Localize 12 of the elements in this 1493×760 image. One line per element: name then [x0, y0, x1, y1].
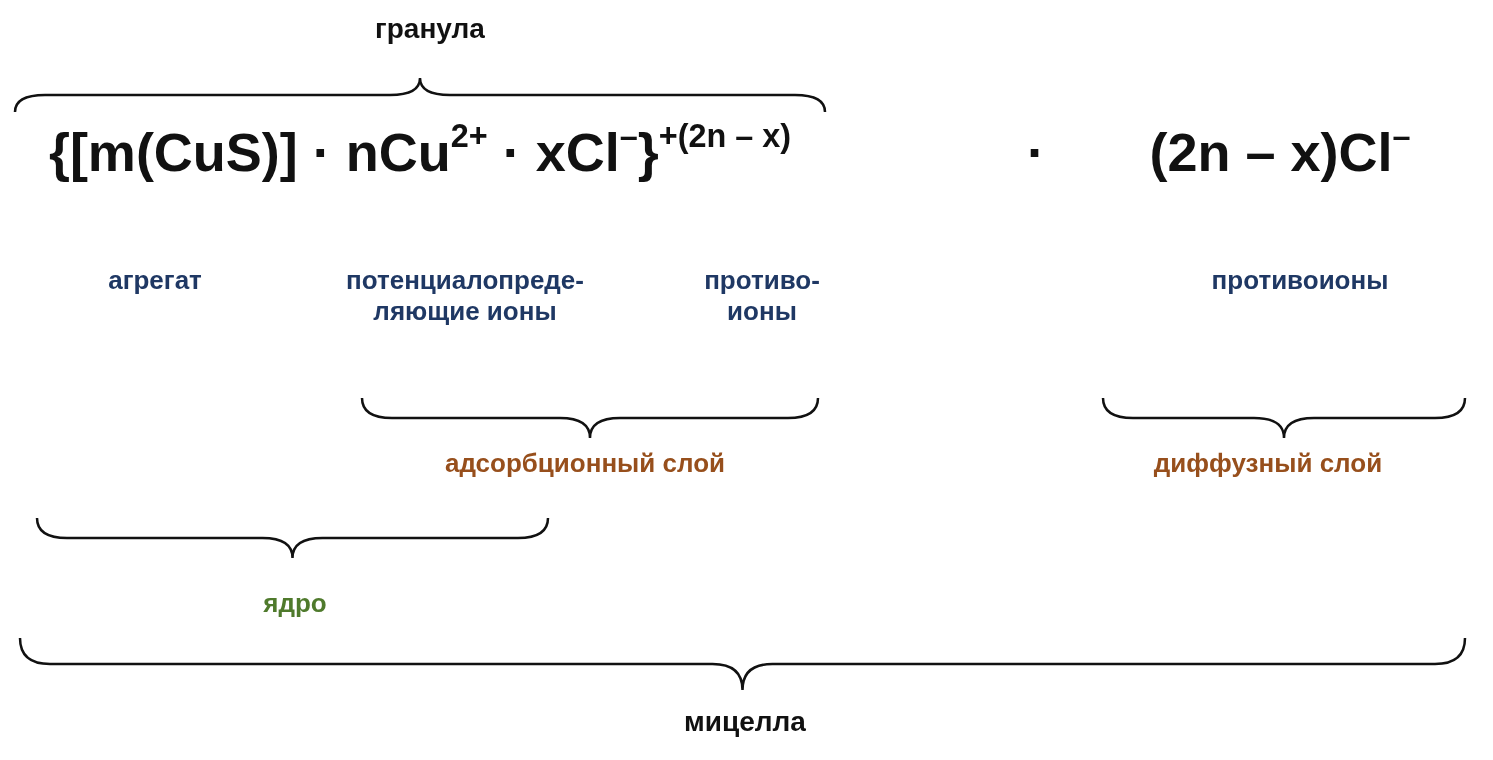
formula-text: (2n – x)Cl$^{–}$ [1149, 120, 1411, 184]
annotation-label: гранула [375, 12, 485, 46]
annotation-label: противо- ионы [704, 265, 820, 328]
formula-text: · [1027, 121, 1045, 184]
annotation-label: адсорбционный слой [444, 448, 726, 480]
annotation-label: мицелла [684, 705, 806, 739]
annotation-label: диффузный слой [1153, 448, 1383, 480]
annotation-label: потенциалопреде- ляющие ионы [345, 265, 585, 328]
formula-text: {[m(CuS)] · nCu$^{2+}$ · xCl$^{–}$}$^{+(2n – x)}$ [48, 120, 792, 184]
annotation-label: ядро [263, 588, 327, 620]
annotation-label: противоионы [1211, 265, 1389, 297]
annotation-label: агрегат [108, 265, 202, 297]
